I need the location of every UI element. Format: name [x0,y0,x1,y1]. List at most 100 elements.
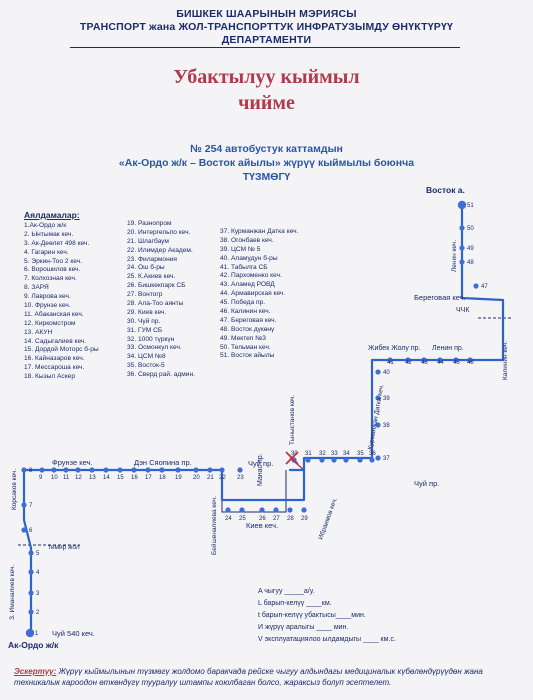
route-stop-number: 14 [103,475,110,481]
route-stop [301,507,307,513]
route-stop-number: 2 [36,610,40,616]
stat-a: A чыгуу _____а/у. [258,588,315,595]
route-stop [117,467,123,473]
route-stop [159,467,165,473]
end-terminal-label: Восток а. [426,185,465,195]
stop-list-item: 18. Кызыл Аскер [24,373,76,381]
stop-list-item: 29. Киев кеч. [127,308,167,316]
stop-list-item: 45. Победа пр. [220,299,266,307]
route-title-line-1: № 254 автобустук каттамдын [190,143,343,155]
route-stop [305,457,311,463]
route-stop [219,467,225,473]
route-stop-number: 51 [467,203,474,209]
route-stop [103,467,109,473]
stop-list-item: 25. К.Акиев кеч. [127,273,176,281]
route-stop [75,467,81,473]
footnote-label: Эскертүү: [14,667,57,676]
route-stop-number: 42 [405,360,412,366]
stop-list-item: 10. Фрунзе кеч. [24,302,71,310]
route-stop [28,569,34,575]
route-stop [63,467,69,473]
route-stop-number: 29 [301,516,308,522]
stop-list-item: 31. ГУМ СБ [127,326,163,334]
route-stop [453,357,459,363]
route-stop-number: 32 [319,451,326,457]
route-stop [375,455,381,461]
route-stop [387,357,393,363]
stop-list-item: 39. ЦСМ № 5 [220,245,261,253]
stop-list-item: 4. Гагарин кеч. [24,248,69,256]
stop-list-item: 1.Ак-Ордо ж/к [24,222,67,229]
route-stop-number: 27 [273,516,280,522]
route-stop [369,457,375,463]
stop-list-item: 46. Калинин кеч. [220,308,271,316]
route-line-main [22,205,505,633]
street-imanaliev: З. Иманалиев кеч. [9,565,16,620]
footnote-text: Жүрүү кыймылынын түзмөгү жолдомо баракча… [14,667,483,687]
footnote: Эскертүү: Жүрүү кыймылынын түзмөгү жолдо… [14,666,524,688]
stop-list-item: 44. Армавирская кеч. [220,290,286,298]
route-stop-number: 44 [437,360,444,366]
route-stop [21,467,27,473]
stop-list-item: 21. Шлагбаум [127,237,169,245]
route-stop [207,467,213,473]
route-stop-number: 10 [51,475,58,481]
route-stop-number: 34 [343,451,350,457]
stop-list-item: 33. Осмонкул кеч. [127,344,182,352]
street-lenin-avenue: Ленин пр. [432,345,464,352]
route-stop [459,259,465,265]
street-lenin-kech: Ленин кеч. [451,240,458,272]
route-stop-number: 22 [219,475,226,481]
route-stop [375,395,381,401]
stat-v: V эксплуатациялоо ылдамдыгы ____ км.с. [258,636,396,643]
route-stop-number: 15 [117,475,124,481]
street-kalinin: Калинин кеч. [502,341,509,380]
route-stop [421,357,427,363]
route-stop [405,357,411,363]
route-stop-number: 6 [29,528,33,534]
street-kurmanjan-datka: Курманжан Датка кеч. [367,384,385,451]
route-stop [457,200,467,210]
stop-list-item: 35. Восток-5 [127,362,165,370]
route-stop-number: 5 [36,551,40,557]
stop-list-item: 41. Табылга СБ [220,263,268,271]
stop-list-item: 20. Интергельпо кеч. [127,228,191,236]
stop-list-item: 5. Эркин-Тоо 2 кеч. [24,257,82,265]
route-stop [331,457,337,463]
stop-list-item: 37. Курманжан Датка кеч. [220,228,299,235]
stop-list-item: 11. Абаканская кеч. [24,310,84,318]
stat-i: И жүрүү аралыгы ____ мин. [258,624,349,631]
route-stop-number: 23 [237,475,244,481]
stop-list-item: 24. Ош б-ры [127,264,165,272]
stop-list-item: 2. Ынтымак кеч. [24,230,74,238]
street-railway: темир жол [48,544,80,551]
route-stop-number: 48 [467,260,474,266]
stop-list-item: 14. Садыгалиев кеч. [24,337,87,345]
stop-list-item: 30. Чуй пр. [127,317,161,325]
street-frunze: Фрунзе кеч. [52,458,93,467]
route-stop [28,609,34,615]
route-title-line-3: ТҮЗМӨГҮ [242,171,291,183]
route-stop [437,357,443,363]
route-stop-number: 28 [287,516,294,522]
route-stop-number: 19 [175,475,182,481]
route-stop [225,507,231,513]
header-line-3: ДЕПАРТАМЕНТИ [221,34,312,46]
route-stop [28,590,34,596]
street-chchk: ЧЧК [456,307,470,314]
stop-list-item: 32. 1000 түркүн [127,335,175,343]
route-stop-number: 45 [453,360,460,366]
route-stop-number: 21 [207,475,214,481]
route-stop [193,467,199,473]
stop-list-item: 34. ЦСМ №8 [127,353,166,361]
stop-list-item: 9. Лаврова кеч. [24,293,71,301]
route-title-line-2: «Ак-Ордо ж/к – Восток айылы» жүрүү кыймы… [118,157,415,169]
route-stop [467,357,473,363]
stop-list-item: 51. Восток айылы [220,352,275,360]
street-dzen-xiaoping: Дэн Сяопина пр. [134,458,192,467]
route-stop-number: 31 [305,451,312,457]
street-beregovaya: Береговая кеч. [414,293,466,302]
route-stop-number: 37 [383,456,390,462]
